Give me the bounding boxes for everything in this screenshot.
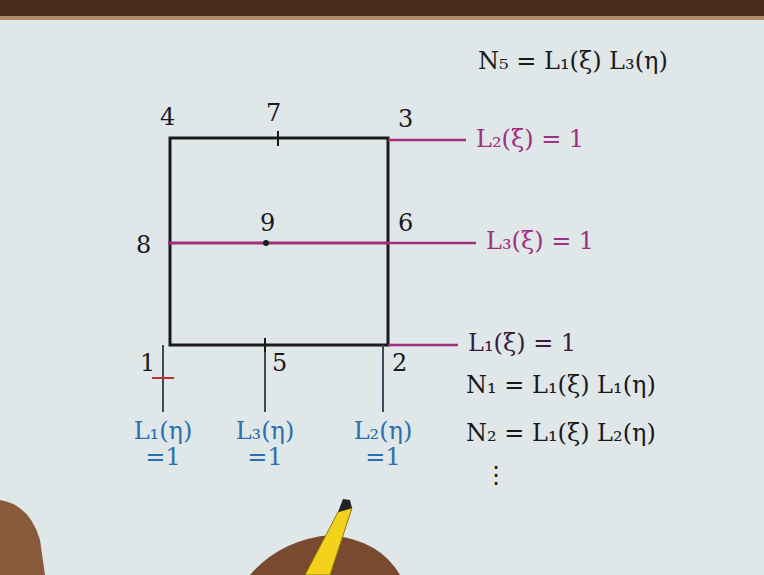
node-number: 8 <box>136 232 151 258</box>
hand-shape <box>0 500 45 575</box>
node-tick <box>152 377 174 379</box>
shape-function: N₁ = L₁(ξ) L₁(η) <box>466 372 656 398</box>
pen-shape <box>305 508 352 575</box>
line-label: L₁(η) =1 <box>123 418 203 471</box>
pen-tip <box>338 499 352 512</box>
line-label: L₂(ξ) = 1 <box>476 126 584 152</box>
top-edge-shadow <box>0 16 764 20</box>
extension-line <box>388 344 458 347</box>
node-number: 5 <box>272 350 287 376</box>
line-label: L₃(ξ) = 1 <box>486 228 594 254</box>
node-number: 9 <box>260 210 275 236</box>
node-number: 1 <box>140 350 155 376</box>
node-number: 2 <box>392 350 407 376</box>
extension-line <box>382 345 384 412</box>
line-label: L₂(η) =1 <box>343 418 423 471</box>
node-number: 4 <box>160 104 175 130</box>
mid-line <box>168 242 390 245</box>
node-number: 3 <box>398 106 413 132</box>
node-tick <box>277 131 279 146</box>
line-label: L₃(η) =1 <box>225 418 305 471</box>
extension-line <box>390 242 476 245</box>
extension-line <box>388 139 466 142</box>
node-number: 7 <box>266 100 281 126</box>
shape-function: N₅ = L₁(ξ) L₃(η) <box>478 48 668 74</box>
shape-function: N₂ = L₁(ξ) L₂(η) <box>466 420 656 446</box>
extension-line <box>264 345 266 412</box>
node-tick <box>264 338 266 352</box>
line-label: L₁(ξ) = 1 <box>468 330 576 356</box>
node-number: 6 <box>398 210 413 236</box>
node-dot <box>263 240 269 246</box>
top-edge-bar <box>0 0 764 16</box>
ellipsis: ⋮ <box>484 462 508 488</box>
